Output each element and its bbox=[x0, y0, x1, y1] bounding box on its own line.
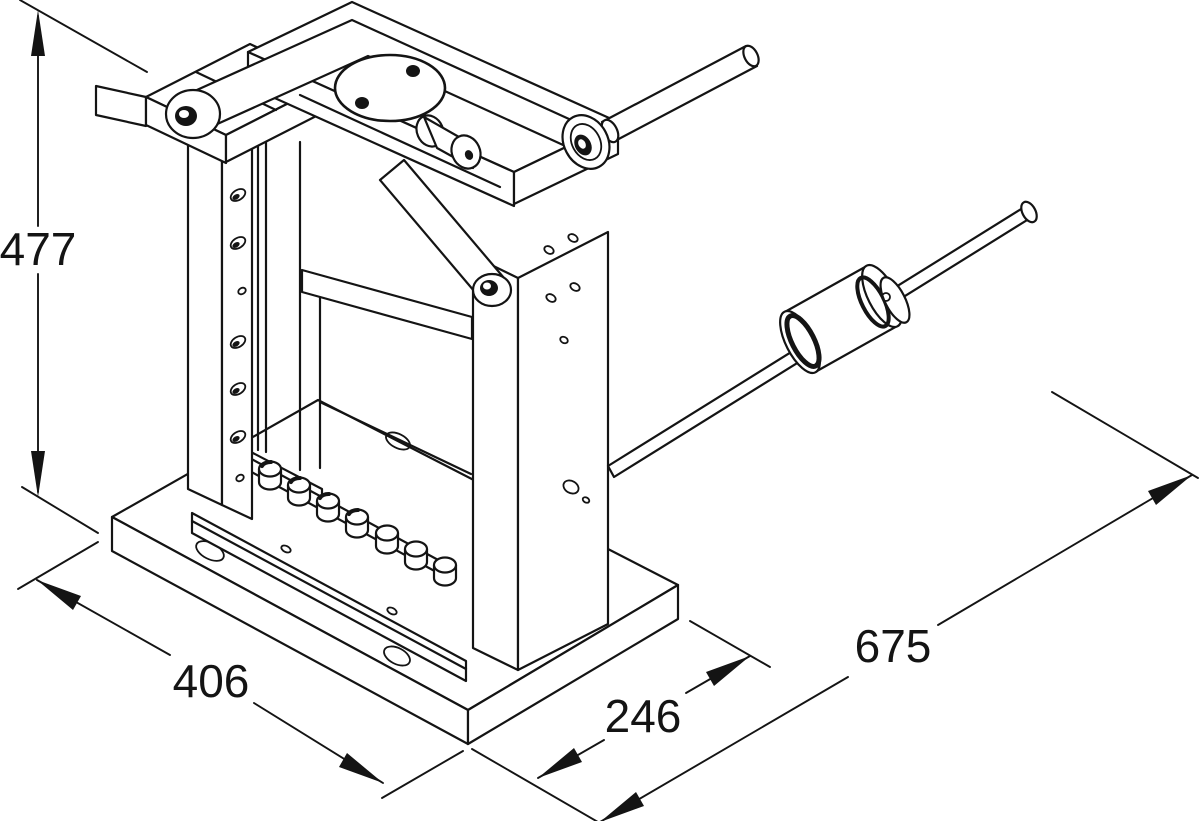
right-column-holes bbox=[543, 233, 591, 504]
handle-rod-assembly bbox=[606, 200, 1038, 479]
dimension-label-base-width: 406 bbox=[173, 655, 250, 707]
dimension-label-height: 477 bbox=[0, 223, 76, 275]
roller-rail bbox=[190, 454, 468, 683]
collar-step-ring bbox=[879, 276, 911, 324]
handle-rod-cap bbox=[1020, 200, 1038, 224]
left-column bbox=[186, 78, 254, 521]
dimension-height: 477 bbox=[0, 0, 148, 534]
dimension-base-width: 406 bbox=[17, 541, 464, 799]
small-roller-cylinder bbox=[415, 114, 482, 170]
rollers bbox=[257, 460, 458, 587]
top-rod-cap bbox=[742, 44, 760, 68]
base-hole bbox=[383, 645, 411, 667]
platen-bolt-hole bbox=[355, 97, 369, 109]
right-column bbox=[471, 230, 610, 672]
base-pin-hole bbox=[280, 544, 292, 554]
base-hole bbox=[385, 431, 411, 451]
rail-front-plate bbox=[190, 511, 468, 683]
cross-brace bbox=[300, 268, 474, 341]
dimension-overall-length: 675 bbox=[599, 391, 1199, 821]
base-pin-hole bbox=[386, 606, 398, 616]
collar-set-screw bbox=[881, 292, 891, 302]
top-rod bbox=[600, 44, 759, 144]
dimension-label-base-depth: 246 bbox=[605, 690, 682, 742]
dimension-base-depth: 246 bbox=[471, 620, 771, 821]
dimension-label-overall-length: 675 bbox=[855, 620, 932, 672]
left-column-slot-holes bbox=[229, 188, 247, 483]
lever-arm bbox=[164, 18, 598, 308]
platen-disc bbox=[333, 53, 447, 123]
top-rod-assembly bbox=[561, 44, 760, 170]
platen-bolt-hole bbox=[406, 65, 420, 77]
